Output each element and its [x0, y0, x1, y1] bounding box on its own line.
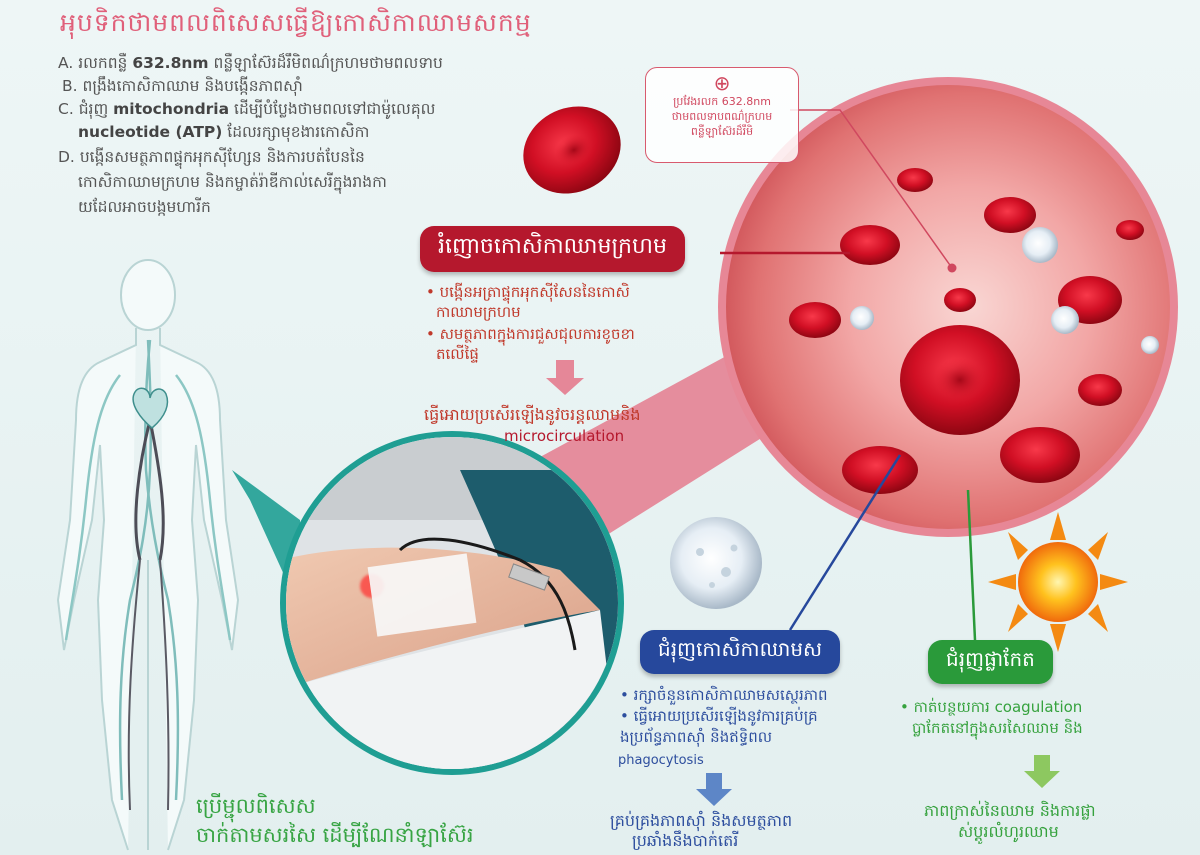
- caption-line: ចាក់តាមសរសៃ ដើម្បីណែនាំឡាស៊ែរ: [196, 823, 474, 847]
- green-down-arrow: [1024, 755, 1060, 788]
- green-bullet-1: • កាត់បន្ថយការ coagulation: [900, 698, 1083, 716]
- green-result-line2: ស់ប្តូរលំហូរឈាម: [958, 822, 1059, 841]
- intro-item-a: A. រលកពន្លឺ 632.8nm ពន្លឺឡាស៊ែរដ៏រឹមិពណ៌…: [58, 52, 443, 75]
- intro-item-d: D. បង្កើនសមត្ថភាពផ្ទុកអុកស៊ីហ្សែន និងការ…: [58, 146, 365, 169]
- wavelength-callout: ⊕ ប្រវែងរលក 632.8nm ថាមពលទាបពណ៌ក្រហម ពន្…: [645, 67, 799, 163]
- white-blood-cell-image: [670, 517, 762, 609]
- intro-text: បង្កើនសមត្ថភាពផ្ទុកអុកស៊ីហ្សែន និងការបត់…: [79, 148, 365, 166]
- bullet-text: កាត់បន្ថយការ coagulation: [913, 698, 1083, 716]
- intro-text: ពង្រឹងកោសិកាឈាម និងបង្កើនភាពស៊ាំ: [82, 77, 303, 95]
- blue-result-line2: ប្រឆាំងនឹងបាក់តេរី: [632, 831, 739, 850]
- intro-item-b: B. ពង្រឹងកោសិកាឈាម និងបង្កើនភាពស៊ាំ: [62, 75, 303, 98]
- red-down-arrow: [546, 360, 584, 395]
- red-cell-title: រំញោចកោសិកាឈាមក្រហម: [420, 226, 685, 272]
- caption-line: ប្រើម្ជុលពិសេស: [196, 794, 316, 818]
- intro-letter: D.: [58, 148, 75, 166]
- red-result-line2: microcirculation: [504, 427, 625, 445]
- white-cell-title: ជំរុញកោសិកាឈាមស: [640, 630, 841, 674]
- intro-item-c: C. ជំរុញ mitochondria ដើម្បីបំប្លែងថាមពល…: [58, 98, 435, 121]
- blue-down-arrow: [696, 773, 732, 806]
- intro-text: ជំរុញ: [78, 100, 114, 118]
- platelet-title: ជំរុញផ្លាកែត: [928, 640, 1053, 684]
- blue-bullet-2-cont: ងប្រព័ន្ធភាពស៊ាំ និងឥទ្ធិពល: [620, 728, 773, 746]
- heart-icon: [132, 387, 169, 429]
- intro-text: ដែលរក្សាមុខងារកោសិកា: [222, 123, 370, 141]
- intro-letter: A.: [58, 54, 74, 72]
- blue-bullet-1: • រក្សាចំនួនកោសិកាឈាមសស្ថេរភាព: [620, 686, 828, 704]
- intro-bold: mitochondria: [113, 100, 230, 118]
- intro-text: ដើម្បីបំប្លែងថាមពលទៅជាម៉ូលេគុល: [229, 100, 436, 118]
- bullet-text: ធ្វើអោយប្រសើរឡើងនូវការគ្រប់គ្រ: [633, 707, 818, 725]
- intro-text: រលកពន្លឺ: [78, 54, 133, 72]
- crosshair-icon: ⊕: [713, 71, 731, 95]
- intro-text: ពន្លឺឡាស៊ែរដ៏រឹមិពណ៌ក្រហមថាមពលទាប: [208, 54, 443, 72]
- red-bullet-2: • សមត្ថភាពក្នុងការជួសជុលការខូចខា: [426, 325, 635, 343]
- callout-connector: [790, 109, 957, 273]
- blood-vessel-closeup: [718, 77, 1178, 537]
- green-connector: [966, 489, 977, 641]
- platelet-sun-image: [988, 512, 1128, 652]
- blue-result-line1: គ្រប់គ្រងភាពស៊ាំ និងសមត្ថភាព: [610, 811, 793, 830]
- intro-letter: C.: [58, 100, 74, 118]
- intro-item-d-cont2: យដែលអាចបង្កមហារីក: [78, 198, 211, 216]
- intro-item-c-cont: nucleotide (ATP) ដែលរក្សាមុខងារកោសិកា: [78, 121, 369, 144]
- blue-connector: [788, 454, 902, 631]
- callout-line: ពន្លឺឡាស៊ែរដ៏រឹមិ: [690, 125, 754, 138]
- bullet-text: បង្កើនអត្រាផ្ទុកអុកស៊ីសែននៃកោសិ: [439, 283, 630, 301]
- needle-caption: ប្រើម្ជុលពិសេស ចាក់តាមសរសៃ ដើម្បីណែនាំឡា…: [196, 792, 473, 850]
- green-bullet-1-cont: ប្លាកែតនៅក្នុងសរសៃឈាម និង: [912, 719, 1083, 737]
- callout-line: ប្រវែងរលក 632.8nm: [673, 95, 771, 108]
- red-bullet-2-cont: តលើផ្ទៃ: [436, 345, 479, 363]
- bullet-text: សមត្ថភាពក្នុងការជួសជុលការខូចខា: [439, 325, 635, 343]
- intro-bold: nucleotide (ATP): [78, 123, 223, 141]
- red-blood-cell-image: [523, 106, 621, 194]
- page-title: អុបទិកថាមពលពិសេសធ្វើឱ្យកោសិកាឈាមសកម្ម: [60, 8, 532, 37]
- bullet-text: រក្សាចំនួនកោសិកាឈាមសស្ថេរភាព: [633, 686, 828, 704]
- body-arm-connector: [232, 470, 300, 610]
- intro-bold: 632.8nm: [132, 54, 209, 72]
- callout-line: ថាមពលទាបពណ៌ក្រហម: [671, 110, 773, 123]
- blue-bullet-2-cont2: phagocytosis: [618, 753, 704, 768]
- arm-photo-circle: [280, 431, 624, 775]
- red-bullet-1: • បង្កើនអត្រាផ្ទុកអុកស៊ីសែននៃកោសិ: [426, 283, 630, 301]
- intro-letter: B.: [62, 77, 78, 95]
- red-result-line1: ធ្វើអោយប្រសើរឡើងនូវចរន្តឈាមនិង: [424, 405, 641, 424]
- intro-item-d-cont: កោសិកាឈាមក្រហម និងកម្ចាត់រ៉ាឌីកាល់សេរីក្…: [78, 173, 387, 191]
- human-body-figure: [56, 259, 240, 851]
- green-result-line1: ភាពក្រាស់នៃឈាម និងការផ្លា: [924, 801, 1096, 820]
- red-bullet-1-cont: កាឈាមក្រហម: [436, 303, 521, 321]
- blue-bullet-2: • ធ្វើអោយប្រសើរឡើងនូវការគ្រប់គ្រ: [620, 707, 818, 725]
